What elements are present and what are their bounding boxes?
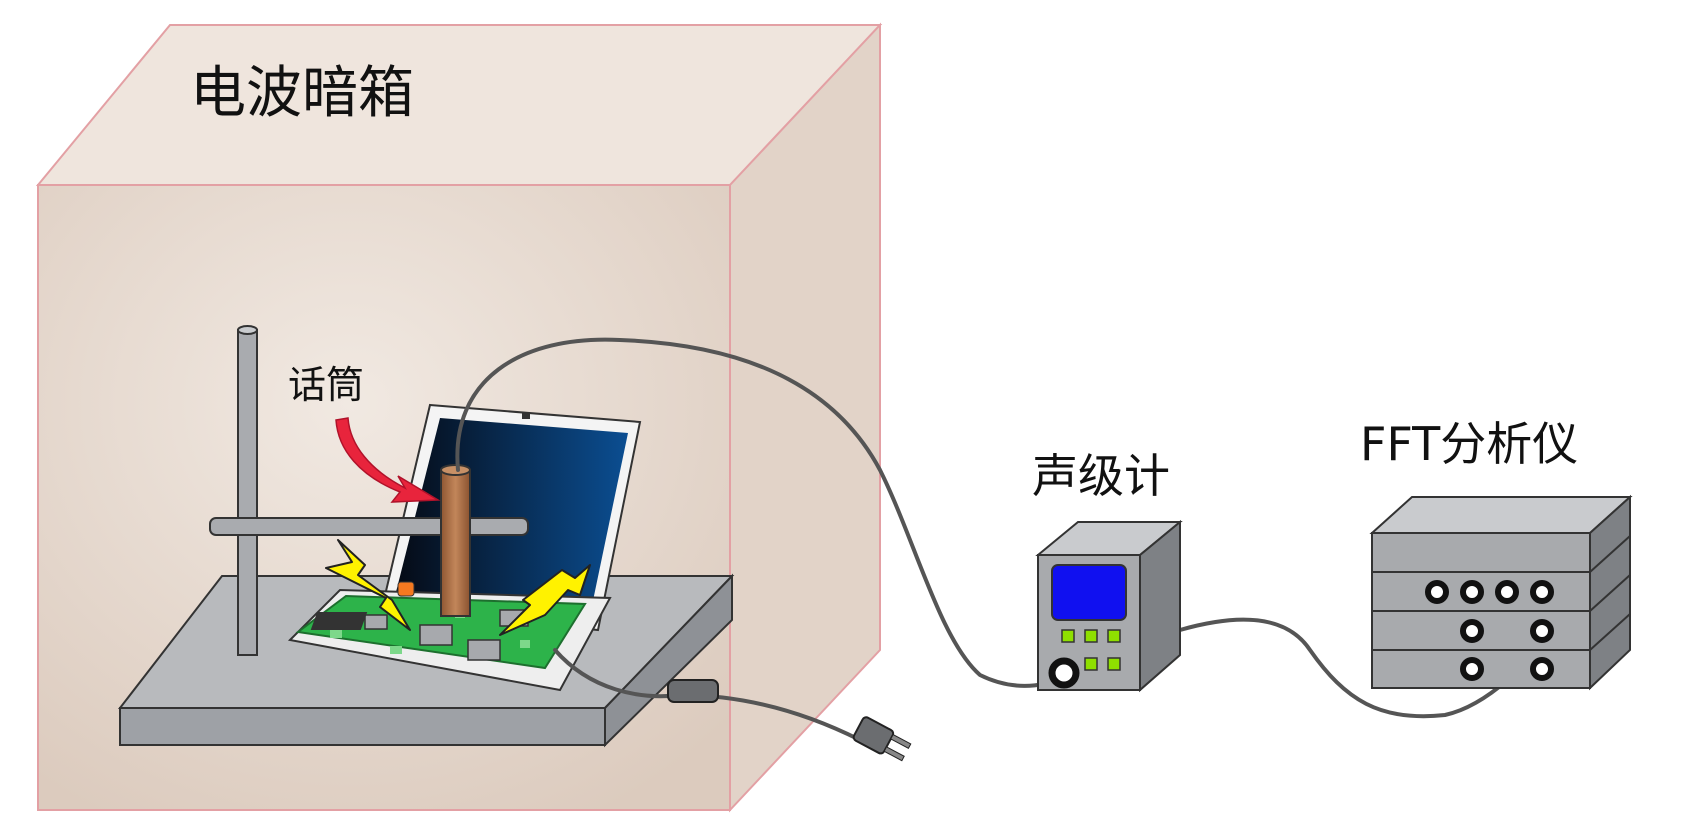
knob-icon bbox=[1530, 619, 1554, 643]
plug-prong bbox=[890, 733, 912, 749]
round-jack-icon bbox=[1048, 657, 1080, 689]
platform-front-side bbox=[119, 707, 606, 746]
plug-body bbox=[852, 716, 895, 755]
fft-analyzer: FFT分析仪 bbox=[1360, 417, 1633, 691]
meter-button bbox=[1061, 629, 1075, 643]
meter-button bbox=[1107, 657, 1121, 671]
knob-icon bbox=[1530, 580, 1554, 604]
dark-keyboard-strip bbox=[310, 612, 368, 630]
microphone bbox=[440, 464, 471, 617]
orange-component bbox=[397, 581, 415, 597]
chip bbox=[364, 614, 388, 630]
ferrite-core bbox=[667, 679, 719, 703]
microphone-cable bbox=[455, 337, 1064, 688]
knob-icon bbox=[1425, 580, 1449, 604]
meter-display bbox=[1051, 564, 1127, 621]
knob-icon bbox=[1460, 619, 1484, 643]
microphone-top bbox=[440, 464, 471, 476]
analyzer-top-face bbox=[1369, 496, 1633, 534]
chip bbox=[419, 624, 453, 646]
meter-button bbox=[1084, 629, 1098, 643]
plug-prong bbox=[883, 746, 905, 762]
chip bbox=[467, 639, 501, 661]
sound-level-meter: 声级计 bbox=[1032, 449, 1183, 693]
fft-analyzer-label: FFT分析仪 bbox=[1360, 417, 1578, 471]
analyzer-shelf-lines bbox=[1372, 535, 1631, 651]
knob-icon bbox=[1495, 580, 1519, 604]
sound-level-meter-label: 声级计 bbox=[1032, 449, 1170, 503]
laptop-camera-icon bbox=[522, 413, 530, 419]
red-arrow-icon bbox=[335, 417, 441, 503]
analyzer-knobs bbox=[1425, 580, 1554, 681]
chamber-label: 电波暗箱 bbox=[190, 61, 414, 126]
power-plug-icon bbox=[667, 679, 912, 762]
lightning-bolt-icon bbox=[325, 539, 411, 631]
meter-button bbox=[1084, 657, 1098, 671]
spark-group bbox=[325, 539, 591, 636]
lightning-bolt-icon bbox=[499, 564, 591, 636]
knob-icon bbox=[1460, 657, 1484, 681]
stand-pole bbox=[237, 325, 258, 656]
knob-icon bbox=[1530, 657, 1554, 681]
meter-button bbox=[1107, 629, 1121, 643]
knob-icon bbox=[1460, 580, 1484, 604]
stand-arm bbox=[209, 517, 529, 536]
microphone-label: 话筒 bbox=[288, 363, 364, 407]
microphone-body bbox=[440, 469, 471, 617]
meter-buttons bbox=[1061, 629, 1121, 671]
